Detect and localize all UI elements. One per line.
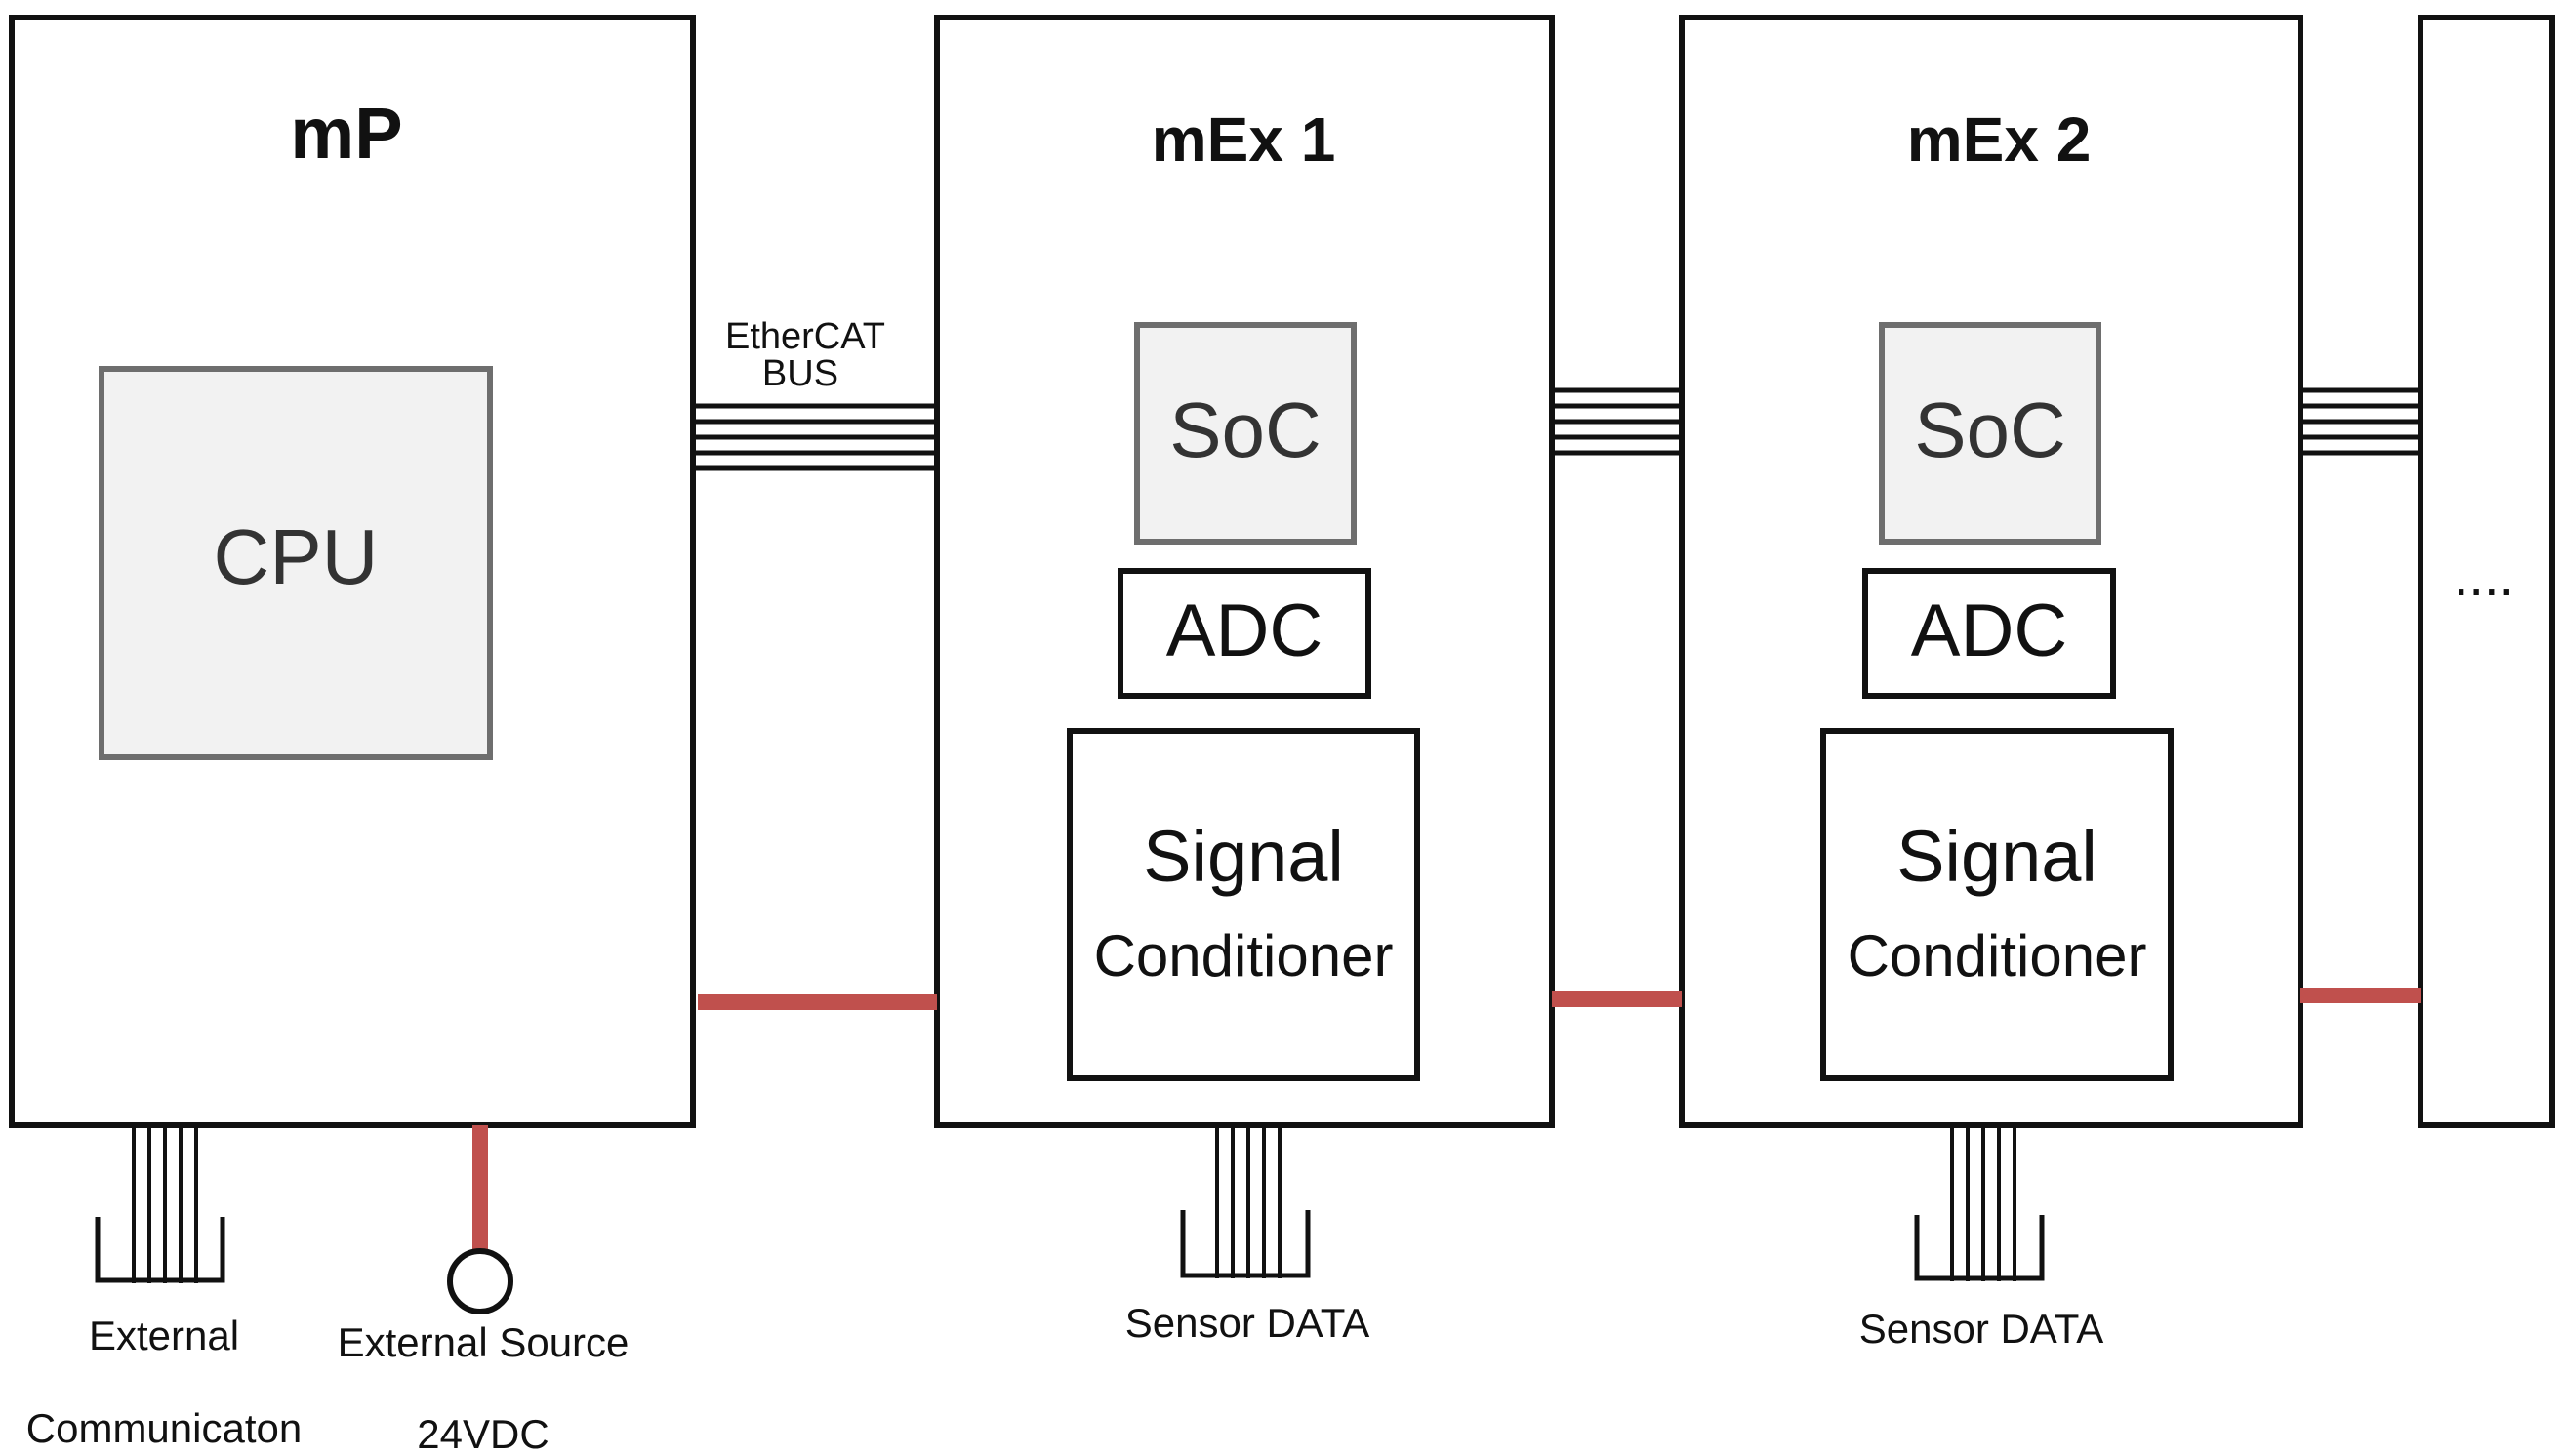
ethercat-bus-1: [693, 403, 937, 471]
adc-block-mex2: [1862, 568, 2116, 699]
module-continuation: ....: [2418, 15, 2555, 1128]
module-mex2: mEx 2 SoC ADC Signal Conditioner: [1679, 15, 2303, 1128]
adc-block-mex1: [1118, 568, 1371, 699]
signal-conditioner-mex1-line2: Conditioner: [1094, 923, 1394, 989]
ethercat-bus-2: [1552, 387, 1682, 456]
cpu-block: [99, 366, 493, 760]
cpu-label: CPU: [214, 513, 379, 600]
module-mex2-title: mEx 2: [1907, 104, 2092, 175]
soc-block-mex2: [1879, 322, 2101, 545]
module-mex1: mEx 1 SoC ADC Signal Conditioner: [934, 15, 1555, 1128]
signal-conditioner-mex1: [1067, 728, 1420, 1081]
soc-label-mex2: SoC: [1914, 386, 2066, 473]
ethercat-bus-3: [2300, 387, 2421, 456]
sensor-data-label-mex2: Sensor DATA: [1859, 1306, 2104, 1352]
module-continuation-box: [2418, 15, 2555, 1128]
bus-label-line2: BUS: [762, 353, 838, 394]
sensor-connector-mex1: [1180, 1125, 1311, 1278]
sensor-data-label-mex1: Sensor DATA: [1125, 1300, 1370, 1346]
signal-conditioner-mex2: [1820, 728, 2174, 1081]
external-communication-label-line2: Communicaton: [26, 1405, 302, 1451]
external-source-label-line2: 24VDC: [417, 1411, 549, 1456]
continuation-ellipsis: ....: [2454, 546, 2514, 607]
sensor-connector-mex2: [1914, 1125, 2045, 1281]
signal-conditioner-mex2-line1: Signal: [1896, 816, 2097, 897]
external-communication-connector: [95, 1125, 225, 1283]
adc-label-mex2: ADC: [1911, 589, 2067, 672]
signal-conditioner-mex1-line1: Signal: [1143, 816, 1344, 897]
power-source-terminal-icon: [447, 1248, 513, 1314]
module-mex1-title: mEx 1: [1152, 104, 1336, 175]
adc-label-mex1: ADC: [1166, 589, 1323, 672]
external-communication-label-line1: External: [89, 1313, 239, 1358]
module-mp-title: mP: [290, 93, 402, 174]
signal-conditioner-mex2-line2: Conditioner: [1848, 923, 2147, 989]
soc-block-mex1: [1134, 322, 1357, 545]
external-source-label-line1: External Source: [338, 1319, 630, 1365]
bus-label-line1: EtherCAT: [725, 316, 885, 357]
soc-label-mex1: SoC: [1169, 386, 1322, 473]
module-mp: mP CPU: [9, 15, 696, 1128]
